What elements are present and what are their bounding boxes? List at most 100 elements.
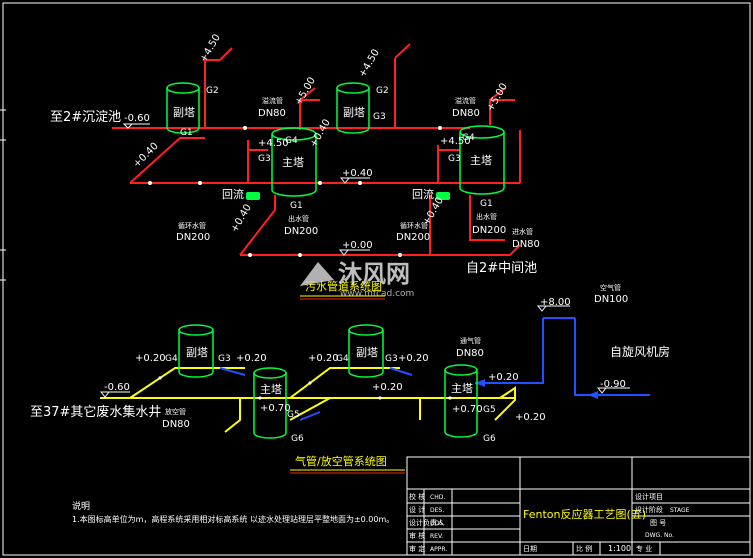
- elev-450-b: +4.50: [357, 47, 382, 79]
- pipe-size-dn200-4: DN200: [472, 225, 506, 236]
- air-tank-main-1: [253, 367, 287, 439]
- tb-design-stage-en: STAGE: [670, 507, 690, 514]
- elev-450-d: +4.50: [440, 136, 471, 147]
- pipe-label-vent: 通气管: [460, 336, 481, 345]
- tank-main-2: [459, 125, 505, 195]
- tank-aux-1-label: 副塔: [173, 106, 195, 119]
- elev-040-a: +0.40: [131, 141, 160, 170]
- elev-020-c: +0.20: [308, 353, 339, 364]
- pipe-label-circ-2: 循环水管: [400, 221, 428, 230]
- tb-scale-label: 比 例: [576, 544, 592, 553]
- pipe-size-dn80-a: DN80: [456, 348, 484, 359]
- pipe-label-outlet-2: 出水管: [476, 212, 497, 221]
- elevation-symbols: [122, 123, 370, 256]
- tag-g1-a: G1: [180, 128, 193, 138]
- tb-scale-value: 1:100: [608, 544, 631, 553]
- elev-070-b: +0.70: [452, 404, 483, 415]
- fitting: [318, 181, 322, 185]
- tag-g4-lower-b: G4: [336, 354, 349, 364]
- elev-m060-lower: -0.60: [104, 382, 130, 393]
- sewage-system: 至2#沉淀池 -0.60 +4.50 +4.50 +4.50 +4.50 +5.…: [50, 32, 540, 300]
- air-tank-aux-1-label: 副塔: [186, 346, 208, 359]
- tb-row-4-en: REV.: [430, 533, 443, 540]
- tag-g5-lower-b: G5: [483, 405, 496, 415]
- pipe-label-inlet: 进水管: [512, 227, 533, 236]
- elev-020-g: +0.20: [515, 412, 546, 423]
- tb-design-stage: 设计阶段: [635, 505, 663, 514]
- sewage-pipes: [112, 43, 521, 256]
- pipe-riser-g2: [204, 59, 220, 128]
- pipe-return-line: [240, 244, 521, 256]
- air-branch-2: [289, 367, 345, 399]
- tag-g6-lower-b: G6: [483, 434, 496, 444]
- air-system-title: 气管/放空管系统图: [295, 454, 387, 468]
- air-fittings: [158, 376, 452, 400]
- pipe-size-dn200-1: DN200: [176, 232, 210, 243]
- watermark-url: www.mfcad.com: [340, 289, 414, 299]
- pipe-label-circ-1: 循环水管: [178, 221, 206, 230]
- tb-sheet-label: 专 业: [636, 544, 652, 553]
- elev-450-c: +4.50: [258, 138, 289, 149]
- pipe-vent-diagonals: [219, 43, 506, 101]
- air-tank-main-2: [444, 364, 478, 438]
- tag-g3-lower-a: G3: [218, 354, 231, 364]
- tag-g4-lower-a: G4: [165, 354, 178, 364]
- fitting: [438, 126, 442, 130]
- pipe-main1-drop: [239, 195, 276, 256]
- label-to-sedimentation: 至2#沉淀池: [50, 110, 121, 125]
- title-block: [406, 456, 751, 556]
- fitting: [358, 181, 362, 185]
- pipe-size-dn80-2: DN80: [452, 108, 480, 119]
- tag-g2-a: G2: [206, 86, 219, 96]
- sewage-system-title: 污水管道系统图: [305, 279, 382, 293]
- watermark: 沐风网 www.mfcad.com: [300, 260, 414, 299]
- pipe-size-dn200-3: DN200: [396, 232, 430, 243]
- elev-020-b: +0.20: [236, 353, 267, 364]
- notes-line-1: 1.本图标高单位为m，高程系统采用相对标高系统 以迹水处理站理层平整地面为±0.…: [72, 514, 394, 524]
- reflux-pumps: [246, 192, 450, 200]
- air-tank-main-2-label: 主塔: [451, 382, 473, 395]
- elev-020-d: +0.20: [398, 353, 429, 364]
- tank-main-2-label: 主塔: [470, 154, 492, 167]
- reflux-pump-2: [436, 192, 450, 200]
- air-tanks: [178, 324, 478, 439]
- blower-pipes: [219, 317, 650, 421]
- tb-row-3-en: DDS.: [430, 520, 445, 527]
- pipe-label-overflow-1: 溢流管: [262, 96, 283, 105]
- tb-row-2: 设 计: [409, 505, 425, 514]
- elev-020-e: +0.20: [372, 382, 403, 393]
- arrow-icon: [475, 379, 485, 387]
- pipe-size-dn80-1: DN80: [258, 108, 286, 119]
- elev-500-a: +5.00: [293, 75, 318, 107]
- tag-g6-lower-a: G6: [291, 434, 304, 444]
- pipe-label-outlet-1: 出水管: [288, 214, 309, 223]
- fitting: [298, 253, 302, 257]
- pipe-label-drain: 放空管: [165, 407, 186, 416]
- elev-020-f: +0.20: [488, 372, 519, 383]
- tank-main-1: [271, 127, 317, 197]
- air-branch-1: [129, 367, 200, 399]
- elev-800: +8.00: [540, 297, 571, 308]
- tag-g4-d: G4: [462, 133, 475, 143]
- sewage-tanks: [166, 82, 505, 197]
- elev-m060-upper: -0.60: [124, 113, 150, 124]
- tb-row-4: 审 核: [409, 531, 425, 540]
- pipe-label-air: 空气管: [600, 283, 621, 292]
- tank-aux-1: [166, 82, 200, 134]
- pipe-main2-outlet: [469, 195, 505, 241]
- tb-date-label: 日期: [523, 545, 537, 553]
- label-reflux-1: 回流: [222, 187, 244, 201]
- blower-segments: [219, 367, 413, 421]
- label-reflux-2: 回流: [412, 187, 434, 201]
- pipe-size-dn100: DN100: [594, 294, 628, 305]
- pipe-size-dn80-b: DN80: [162, 419, 190, 430]
- label-blower-room: 自旋风机房: [610, 344, 670, 359]
- pipe-size-dn80-3: DN80: [512, 239, 540, 250]
- pipe-label-overflow-2: 溢流管: [455, 96, 476, 105]
- tb-row-5: 审 定: [409, 544, 425, 553]
- fitting: [243, 126, 247, 130]
- tag-g3-d: G3: [448, 154, 461, 164]
- tb-row-1-en: CHD.: [430, 494, 445, 501]
- elev-070-a: +0.70: [260, 403, 291, 414]
